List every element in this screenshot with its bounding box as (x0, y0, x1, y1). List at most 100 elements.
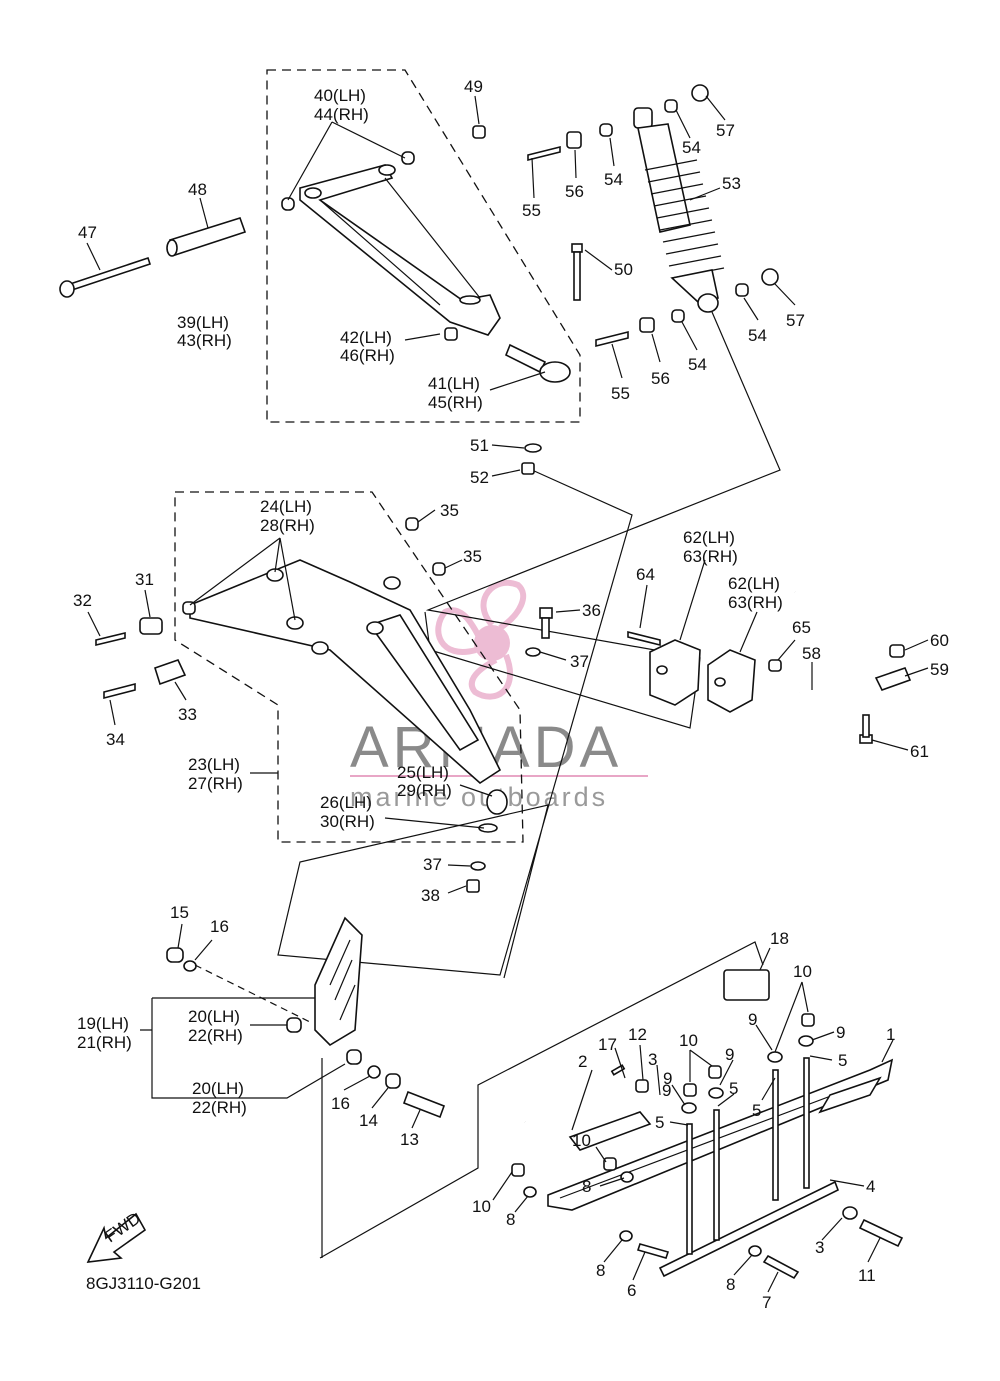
callout-label: 8 (506, 1210, 515, 1229)
washer-16b (367, 1065, 381, 1079)
callout-label: 31 (135, 570, 154, 589)
callout-label: 9 (748, 1010, 757, 1029)
ski-stopper-18 (723, 969, 770, 1001)
callout-label: 59 (930, 660, 949, 679)
callout-label: 17 (598, 1035, 617, 1054)
callout-label: 14 (359, 1111, 378, 1130)
callout-labels: 40(LH) 44(RH) 49 48 47 39(LH) 43(RH) 42(… (73, 77, 949, 1312)
callout-label: 56 (565, 182, 584, 201)
callout-label: 33 (178, 705, 197, 724)
bolt-64 (627, 630, 661, 647)
callout-label: 3 (815, 1238, 824, 1257)
bushing-26 (486, 789, 508, 815)
callout-label: 13 (400, 1130, 419, 1149)
callout-label: 60 (930, 631, 949, 650)
shaft-13 (402, 1090, 446, 1119)
washer-16a (183, 960, 197, 972)
callout-label: 30(RH) (320, 812, 375, 831)
callout-label: 12 (628, 1025, 647, 1044)
callout-label: 22(RH) (192, 1098, 247, 1117)
callout-label: 51 (470, 436, 489, 455)
callout-label: 10 (572, 1131, 591, 1150)
lower-arm-assembly-box (174, 491, 524, 843)
callout-label: 19(LH) (77, 1014, 129, 1033)
callout-label: 55 (611, 384, 630, 403)
bracket-59 (874, 666, 912, 691)
nut-38 (466, 879, 480, 893)
bushing-40 (281, 197, 295, 211)
watermark-tagline: marine outboards (350, 782, 608, 812)
bolt-61 (859, 714, 873, 744)
callout-label: 53 (722, 174, 741, 193)
collar-48 (166, 217, 247, 257)
ball-joint-41 (504, 343, 571, 383)
ski-handle-2 (518, 1076, 652, 1151)
nut-65 (768, 659, 782, 672)
bolt-32 (95, 631, 126, 647)
callout-label: 62(LH) (683, 528, 735, 547)
nut-42 (444, 327, 458, 341)
callout-label: 56 (651, 369, 670, 388)
callout-label: 45(RH) (428, 393, 483, 412)
callout-label: 34 (106, 730, 125, 749)
callout-label: 62(LH) (728, 574, 780, 593)
callout-label: 39(LH) (177, 313, 229, 332)
washer-37b (470, 861, 486, 871)
callout-label: 5 (655, 1113, 664, 1132)
callout-label: 26(LH) (320, 793, 372, 812)
callout-label: 8 (726, 1275, 735, 1294)
callout-label: 5 (729, 1079, 738, 1098)
nut-35b (432, 562, 446, 576)
callout-label: 37 (423, 855, 442, 874)
bushing-44 (401, 151, 415, 165)
stabilizer-bar-58-inner (794, 589, 873, 696)
callout-label: 21(RH) (77, 1033, 132, 1052)
callout-label: 61 (910, 742, 929, 761)
clip-60 (889, 644, 905, 658)
washer-51 (524, 443, 542, 453)
callout-label: 2 (578, 1052, 587, 1071)
bolt-34 (103, 682, 136, 700)
callout-label: 32 (73, 591, 92, 610)
callout-label: 6 (627, 1281, 636, 1300)
callout-label: 58 (802, 644, 821, 663)
nut-52 (521, 462, 535, 475)
washer-37a (525, 647, 541, 657)
callout-label: 23(LH) (188, 755, 240, 774)
callout-label: 5 (838, 1051, 847, 1070)
callout-label: 36 (582, 601, 601, 620)
callout-label: 47 (78, 223, 97, 242)
callout-label: 8 (582, 1177, 591, 1196)
callout-label: 9 (663, 1069, 672, 1088)
callout-label: 48 (188, 180, 207, 199)
bushing-24 (182, 601, 196, 615)
callout-label: 20(LH) (192, 1079, 244, 1098)
callout-label: 9 (725, 1045, 734, 1064)
callout-label: 37 (570, 652, 589, 671)
callout-label: 22(RH) (188, 1026, 243, 1045)
callout-label: 35 (440, 501, 459, 520)
callout-label: 38 (421, 886, 440, 905)
collar-14 (385, 1073, 401, 1089)
callout-label: 1 (886, 1025, 895, 1044)
callout-label: 49 (464, 77, 483, 96)
shock-hardware (527, 84, 779, 348)
callout-label: 5 (752, 1101, 761, 1120)
bracket-62 (649, 639, 756, 713)
callout-label: 4 (866, 1177, 875, 1196)
callout-label: 63(RH) (728, 593, 783, 612)
diagram-code: 8GJ3110-G201 (86, 1274, 201, 1293)
callout-label: 15 (170, 903, 189, 922)
routing-line-3 (319, 941, 764, 1259)
callout-label: 54 (682, 138, 701, 157)
shock-absorber-53 (633, 107, 725, 313)
spindle-19 (314, 916, 363, 1047)
callout-label: 57 (786, 311, 805, 330)
callout-label: 29(RH) (397, 781, 452, 800)
callout-label: 54 (604, 170, 623, 189)
callout-label: 10 (472, 1197, 491, 1216)
callout-label: 46(RH) (340, 346, 395, 365)
callout-label: 65 (792, 618, 811, 637)
callout-label: 54 (748, 326, 767, 345)
